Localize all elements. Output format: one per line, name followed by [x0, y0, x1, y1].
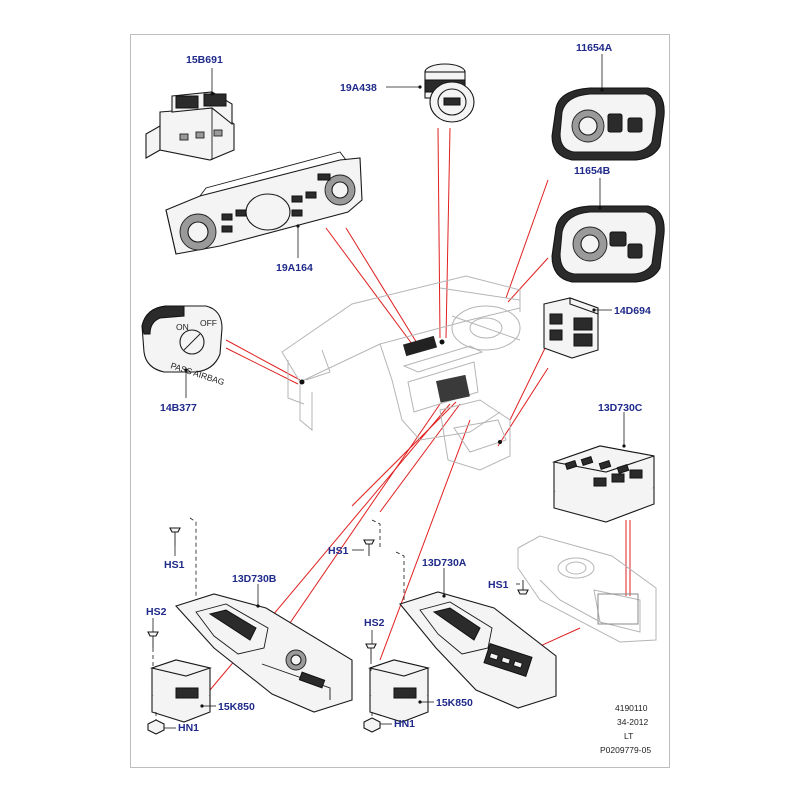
reference-code: LT: [624, 731, 633, 741]
part-15B691-switch: [145, 91, 235, 161]
callout-HN1-mid: HN1: [394, 718, 415, 730]
part-11654B-light-switch: [551, 205, 665, 283]
part-14B377-airbag-switch: ON OFF PASS AIRBAG: [141, 305, 226, 387]
part-19A164-climate-control: [165, 151, 363, 255]
leader-lines: [152, 54, 626, 729]
fasteners: [147, 527, 529, 735]
callout-HS1-left: HS1: [164, 559, 185, 571]
part-19A438-start-button: [424, 63, 475, 123]
part-11654A-light-switch: [551, 87, 665, 161]
vehicle-dashboard-outline: [281, 275, 521, 471]
part-13D730C-switch-pack: [551, 445, 655, 523]
callout-HS2-mid: HS2: [364, 617, 385, 629]
airbag-on-label: ON: [176, 322, 189, 332]
callout-labels: 15B691 19A438 11654A 11654B 19A164 14D69…: [146, 42, 651, 734]
callout-13D730B: 13D730B: [232, 573, 277, 585]
callout-15K850-left: 15K850: [218, 701, 255, 713]
callout-13D730C: 13D730C: [598, 402, 643, 414]
part-15K850-module-left: [149, 659, 213, 723]
callout-11654B: 11654B: [574, 165, 611, 177]
callout-11654A: 11654A: [576, 42, 613, 54]
reference-drawing-id: P0209779-05: [600, 745, 651, 755]
airbag-off-label: OFF: [200, 318, 217, 328]
callout-HS2-left: HS2: [146, 606, 167, 618]
callout-HN1-left: HN1: [178, 722, 199, 734]
reference-number: 4190110: [615, 703, 648, 713]
callout-19A164: 19A164: [276, 262, 313, 274]
location-indicator-lines: [209, 127, 631, 691]
reference-block: 4190110 34-2012 LT P0209779-05: [600, 703, 651, 755]
diagram-frame: [130, 34, 670, 768]
reference-date: 34-2012: [617, 717, 648, 727]
right-console-outline: [517, 535, 657, 643]
callout-HS1-mid: HS1: [328, 545, 349, 557]
callout-13D730A: 13D730A: [422, 557, 467, 569]
callout-14B377: 14B377: [160, 402, 197, 414]
assembly-dashed-lines: [152, 517, 405, 720]
callout-14D694: 14D694: [614, 305, 651, 317]
part-13D730A-console-mid: [399, 591, 557, 709]
part-15K850-module-mid: [367, 659, 431, 723]
part-14D694-seat-heater-switch: [543, 297, 599, 359]
part-13D730B-console-left: [175, 593, 353, 713]
callout-15K850-mid: 15K850: [436, 697, 473, 709]
callout-19A438: 19A438: [340, 82, 377, 94]
callout-15B691: 15B691: [186, 54, 223, 66]
callout-HS1-right: HS1: [488, 579, 509, 591]
